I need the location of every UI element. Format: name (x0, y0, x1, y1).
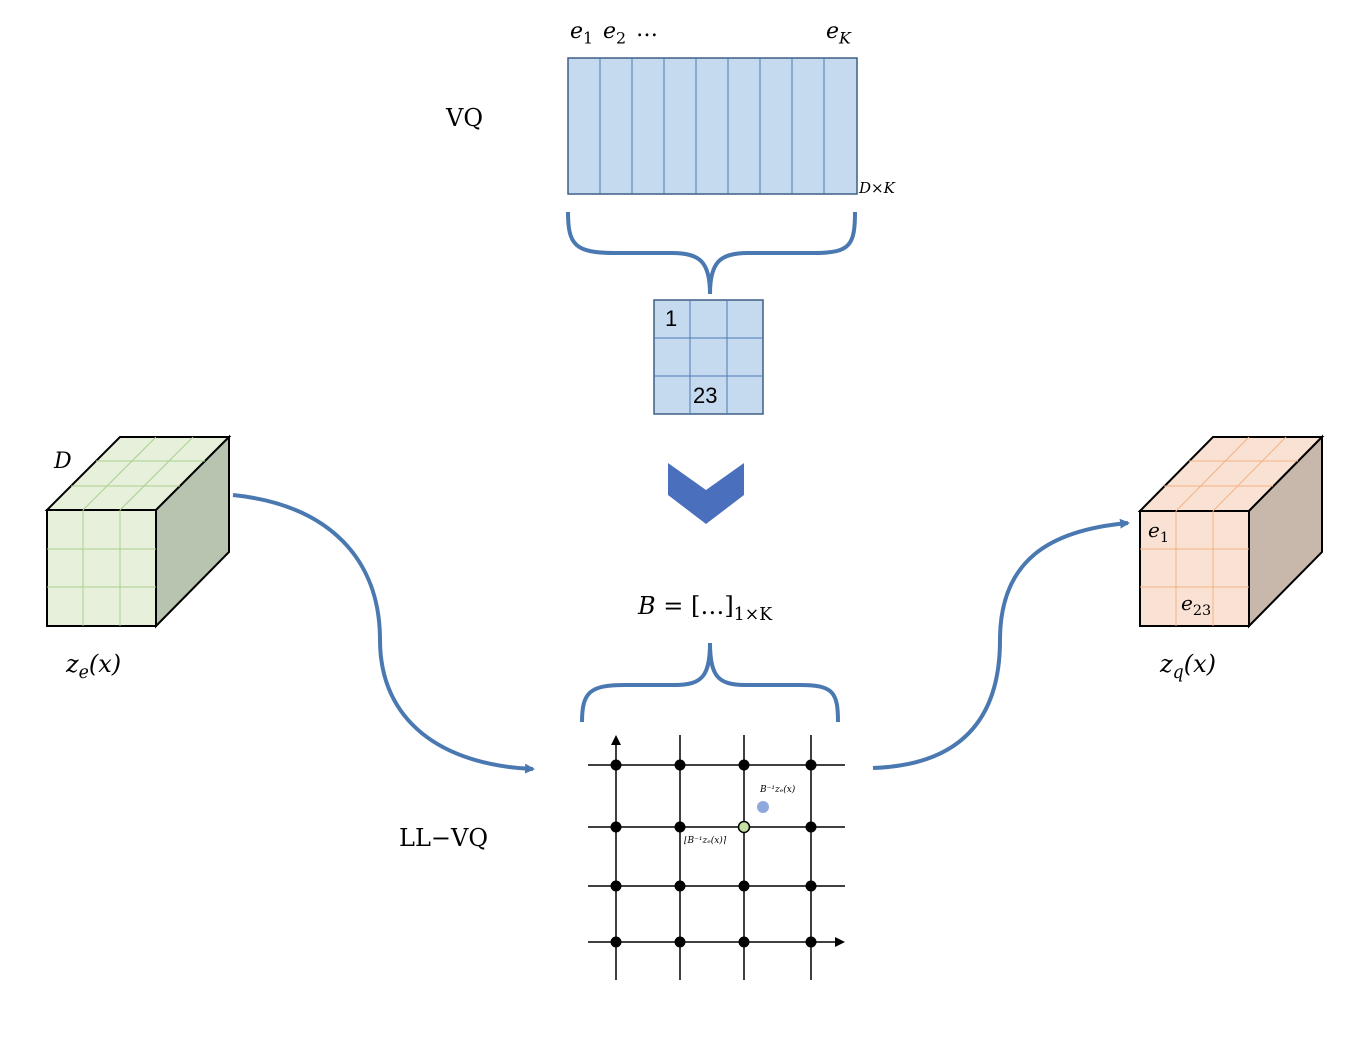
codebook-matrix (567, 57, 858, 195)
input-tensor-label: ze(x) (66, 650, 122, 684)
codebook-col-e1: e1 (570, 19, 594, 48)
codebook-brace (566, 211, 857, 295)
codebook-col-e2: e2 (603, 19, 627, 48)
output-tensor-label: zq(x) (1160, 650, 1216, 684)
projected-point-label: B⁻¹zₑ(x) (760, 785, 796, 795)
chevron-down-icon (668, 463, 744, 524)
output-cell-e1: e1 (1148, 518, 1169, 547)
codebook-dimension: D×K (859, 179, 895, 197)
projected-point (757, 801, 769, 813)
output-cell-e23: e23 (1181, 591, 1212, 620)
arrow-to-output (872, 518, 1130, 770)
output-tensor-cube (1137, 434, 1325, 629)
input-depth-label: D (54, 449, 72, 474)
index-cell-23: 23 (693, 383, 718, 408)
basis-label: B = […]1×K (638, 592, 773, 626)
llvq-label: LL−VQ (399, 824, 488, 852)
basis-brace (580, 642, 840, 723)
index-cell-1: 1 (665, 306, 678, 331)
codebook-col-eK: eK (826, 19, 851, 48)
rounded-point-label: ⌊B⁻¹zₑ(x)⌉ (684, 836, 727, 846)
codebook-col-ellipsis: … (636, 17, 658, 42)
vq-label: VQ (446, 104, 484, 132)
arrow-to-lattice (232, 493, 535, 774)
lattice-plot (588, 735, 845, 980)
input-tensor-cube (44, 434, 232, 629)
rounded-lattice-point (737, 820, 751, 834)
index-grid (653, 299, 764, 415)
